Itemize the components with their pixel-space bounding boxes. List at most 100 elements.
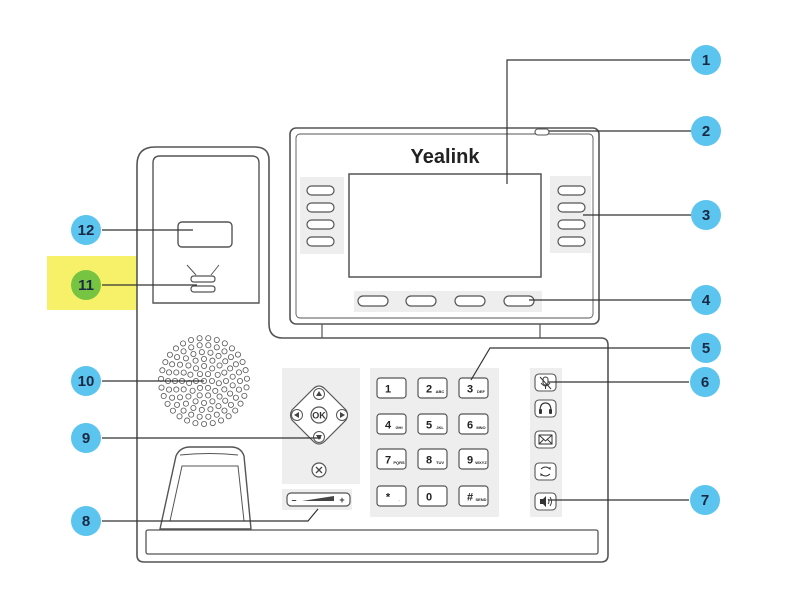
- line-key-left-4[interactable]: [306, 236, 335, 247]
- keypad-key-main-label: 5: [426, 420, 432, 432]
- speaker-hole: [190, 404, 197, 411]
- speaker-hole: [201, 363, 208, 370]
- speaker-hole: [185, 393, 192, 400]
- soft-key-1[interactable]: [357, 295, 389, 307]
- keypad-key[interactable]: 1: [376, 377, 407, 399]
- message-key[interactable]: [534, 430, 557, 449]
- speaker-hole: [188, 344, 195, 351]
- line-key-right-3[interactable]: [557, 219, 586, 230]
- lcd-screen: [348, 173, 542, 278]
- speaker-hole: [200, 399, 207, 406]
- feature-keys: [534, 373, 557, 511]
- speaker-hole: [184, 417, 191, 424]
- callout-badge: [691, 200, 721, 230]
- ok-button[interactable]: [310, 406, 328, 424]
- callout-12: 12: [71, 215, 101, 245]
- headset-icon: [539, 402, 552, 414]
- callout-number: 7: [701, 492, 709, 509]
- speaker-hole: [227, 365, 234, 372]
- speaker-hole: [213, 411, 220, 418]
- speaker-hole: [169, 407, 176, 414]
- line-key-left-1[interactable]: [306, 185, 335, 196]
- speaker-hole: [237, 400, 244, 407]
- line-key-right-1[interactable]: [557, 185, 586, 196]
- hookswitch[interactable]: [186, 264, 220, 293]
- speaker-hole: [166, 369, 173, 376]
- speaker-hole: [205, 335, 212, 342]
- soft-key-3[interactable]: [454, 295, 486, 307]
- callout-badge: [71, 270, 101, 300]
- navigation-keys: OK: [289, 385, 349, 478]
- speaker-hole: [227, 354, 234, 361]
- speaker-hole: [225, 413, 232, 420]
- volume-key[interactable]: – +: [282, 489, 352, 510]
- speaker-hole: [176, 413, 183, 420]
- speaker-hole: [190, 351, 197, 358]
- speaker-hole: [241, 392, 248, 399]
- line-key-right-4[interactable]: [557, 236, 586, 247]
- callout-badge: [71, 215, 101, 245]
- speaker-hole: [216, 362, 223, 369]
- callout-badge: [71, 423, 101, 453]
- message-icon: [538, 434, 553, 445]
- lcd-stand: [321, 324, 541, 338]
- speaker-hole: [188, 411, 195, 418]
- callout-badge: [691, 116, 721, 146]
- speaker-hole: [177, 361, 184, 368]
- speaker-hole: [204, 384, 211, 391]
- speaker-hole: [196, 342, 203, 349]
- keypad-key[interactable]: 0: [417, 485, 448, 507]
- soft-key-2[interactable]: [405, 295, 437, 307]
- reversible-tab[interactable]: [177, 221, 233, 248]
- callout-5: 5: [691, 333, 721, 363]
- callout-number: 11: [78, 277, 94, 294]
- keypad-key-letters: PQRS: [393, 460, 405, 465]
- base-strip: [145, 529, 599, 555]
- line-key-left-3[interactable]: [306, 219, 335, 230]
- brand-logo: Yealink: [411, 146, 481, 168]
- callout-badge: [690, 367, 720, 397]
- speaker-hole: [229, 382, 236, 389]
- keypad-key[interactable]: #SEND: [458, 485, 489, 507]
- speaker-hole: [158, 384, 165, 391]
- speaker-hole: [209, 357, 216, 364]
- line-key-left-2[interactable]: [306, 202, 335, 213]
- speaker-hole: [192, 420, 199, 427]
- speaker-hole: [207, 406, 214, 413]
- speaker-hole: [192, 398, 199, 405]
- leader-lines: [102, 59, 692, 522]
- line-key-right-2[interactable]: [557, 202, 586, 213]
- headset-key[interactable]: [534, 399, 557, 418]
- keypad-key-main-label: 3: [467, 384, 473, 396]
- callout-number: 4: [702, 292, 711, 309]
- keypad-key[interactable]: *.: [376, 485, 407, 507]
- speaker-hole: [196, 384, 203, 391]
- keypad-key-main-label: 9: [467, 455, 473, 467]
- speaker-hole: [189, 387, 196, 394]
- speaker-hole: [180, 386, 187, 393]
- speaker-hole: [232, 394, 239, 401]
- speaker-hole: [201, 420, 208, 427]
- soft-key-4[interactable]: [503, 295, 535, 307]
- callout-8: 8: [71, 506, 101, 536]
- speaker-hole: [221, 348, 228, 355]
- speaker-hole: [159, 367, 166, 374]
- speaker-hole: [213, 344, 220, 351]
- speaker-hole: [239, 358, 246, 365]
- speakerphone-key[interactable]: [534, 492, 557, 511]
- callout-badge: [691, 333, 721, 363]
- speaker-hole: [243, 375, 250, 382]
- speaker-hole: [228, 345, 235, 352]
- redial-key[interactable]: [534, 462, 557, 481]
- speaker-hole: [215, 380, 222, 387]
